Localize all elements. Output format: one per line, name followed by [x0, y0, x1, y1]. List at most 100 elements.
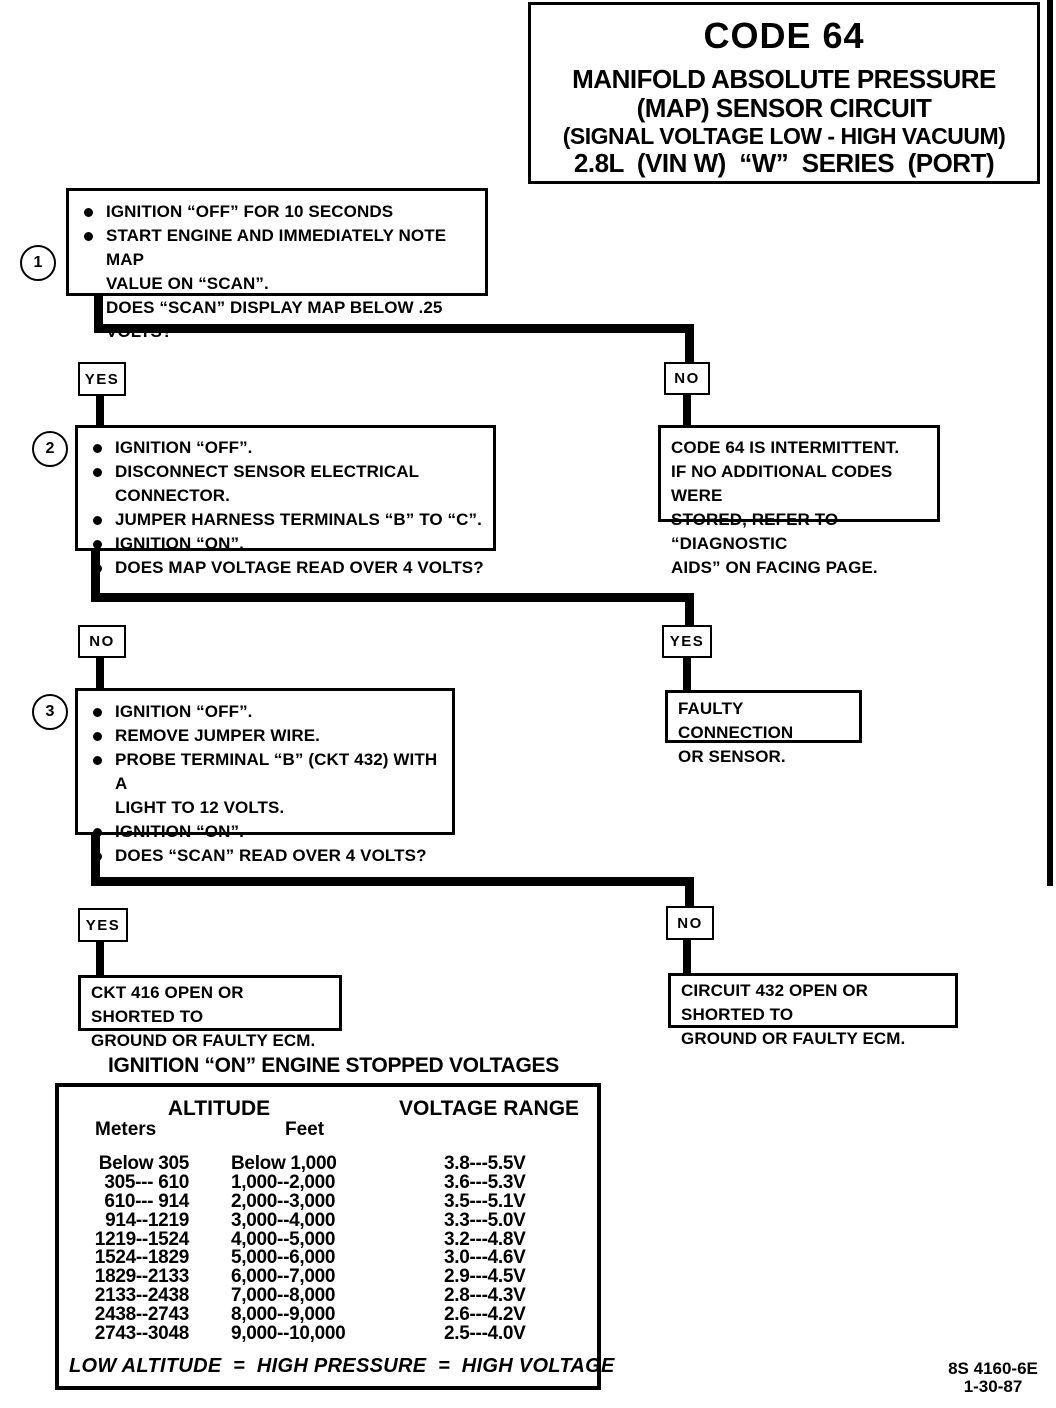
table-row: 914--1219 3,000--4,000 3.3---5.0V: [59, 1209, 597, 1231]
decision-text: NO: [674, 370, 700, 387]
cell-meters: Below 305: [98, 1153, 190, 1175]
bullet-icon: [84, 232, 93, 241]
table-row: 2743--3048 9,000--10,000 2.5---4.0V: [59, 1322, 597, 1344]
cell-voltage: 2.5---4.0V: [444, 1322, 526, 1344]
instruction-text: DOES “SCAN” READ OVER 4 VOLTS?: [115, 846, 427, 865]
decision-text: NO: [677, 914, 703, 932]
table-row: 1219--1524 4,000--5,000 3.2---4.8V: [59, 1228, 597, 1250]
bullet-icon: [93, 756, 102, 765]
cell-voltage: 3.5---5.1V: [444, 1191, 526, 1212]
result-text: CIRCUIT 432 OPEN OR SHORTED TO GROUND OR…: [681, 981, 906, 1048]
instruction-text: IGNITION “OFF” FOR 10 SECONDS: [106, 202, 394, 221]
flow-node-faulty-sensor-result: FAULTY CONNECTION OR SENSOR.: [665, 690, 862, 766]
title-block: CODE 64 MANIFOLD ABSOLUTE PRESSURE (MAP)…: [528, 2, 1040, 184]
table-row: 1829--2133 6,000--7,000 2.9---4.5V: [59, 1266, 597, 1288]
connector-line: [96, 658, 104, 688]
connector-line: [685, 593, 694, 625]
cell-voltage: 3.2---4.8V: [444, 1228, 526, 1250]
connector-line: [91, 593, 694, 602]
cell-voltage: 3.6---5.3V: [444, 1172, 526, 1194]
document-code: 8S 4160-6E 1-30-87: [948, 1359, 1038, 1396]
title-line: 2.8L (VIN W) “W” SERIES (PORT): [573, 148, 995, 178]
decision-label-no: NO: [666, 906, 714, 940]
cell-voltage: 2.6---4.2V: [444, 1303, 526, 1325]
result-text: FAULTY CONNECTION OR SENSOR.: [678, 699, 794, 766]
connector-line: [91, 551, 100, 600]
decision-text: NO: [89, 633, 115, 650]
step-number-label: 1: [33, 254, 43, 271]
instruction-row: IGNITION “OFF”.: [78, 436, 493, 460]
instruction-row: DOES MAP VOLTAGE READ OVER 4 VOLTS?: [78, 556, 493, 580]
cell-feet: Below 1,000: [231, 1153, 337, 1175]
table-subheader-meters: Meters: [95, 1119, 157, 1140]
connector-line: [683, 658, 691, 690]
decision-label-no: NO: [664, 362, 710, 395]
cell-voltage: 3.8---5.5V: [444, 1153, 526, 1175]
connector-line: [91, 877, 694, 886]
cell-feet: 1,000--2,000: [231, 1172, 336, 1194]
table-row: 1524--1829 5,000--6,000 3.0---4.6V: [59, 1247, 597, 1269]
instruction-text: PROBE TERMINAL “B” (CKT 432) WITH A LIGH…: [115, 750, 438, 817]
decision-text: YES: [85, 916, 121, 934]
flow-node-step1: IGNITION “OFF” FOR 10 SECONDS START ENGI…: [66, 188, 488, 341]
table-header-altitude: ALTITUDE: [167, 1097, 271, 1120]
trouble-code-title: CODE 64: [703, 15, 865, 56]
bullet-icon: [93, 828, 102, 837]
connector-line: [91, 835, 100, 884]
result-text: CKT 416 OPEN OR SHORTED TO GROUND OR FAU…: [91, 983, 316, 1050]
bullet-icon: [84, 208, 93, 217]
step-number-label: 3: [45, 703, 55, 720]
cell-meters: 2133--2438: [94, 1284, 190, 1306]
instruction-row: IGNITION “ON”.: [78, 820, 452, 844]
instruction-row: REMOVE JUMPER WIRE.: [78, 724, 452, 748]
cell-meters: 914--1219: [105, 1209, 189, 1231]
bullet-icon: [93, 468, 102, 477]
connector-line: [96, 396, 104, 425]
voltage-table: ALTITUDE VOLTAGE RANGE Meters Feet Below…: [55, 1083, 614, 1390]
flow-node-intermittent-result: CODE 64 IS INTERMITTENT. IF NO ADDITIONA…: [658, 425, 940, 577]
flow-node-circuit432-result: CIRCUIT 432 OPEN OR SHORTED TO GROUND OR…: [668, 973, 958, 1048]
connector-line: [683, 940, 691, 973]
connector-line: [94, 296, 103, 330]
title-line: (SIGNAL VOLTAGE LOW - HIGH VACUUM): [562, 123, 1006, 149]
step-number-label: 2: [45, 440, 55, 457]
table-note: LOW ALTITUDE = HIGH PRESSURE = HIGH VOLT…: [69, 1355, 615, 1377]
instruction-row: JUMPER HARNESS TERMINALS “B” TO “C”.: [78, 508, 493, 532]
flow-node-step3: IGNITION “OFF”. REMOVE JUMPER WIRE. PROB…: [75, 688, 455, 865]
cell-meters: 2438--2743: [94, 1303, 190, 1325]
decision-label-yes: YES: [78, 908, 128, 942]
instruction-text: IGNITION “OFF”.: [115, 438, 253, 457]
table-row: Below 305 Below 1,000 3.8---5.5V: [59, 1153, 597, 1175]
bullet-icon: [93, 540, 102, 549]
table-header-voltage-range: VOLTAGE RANGE: [399, 1097, 580, 1120]
bullet-icon: [93, 732, 102, 741]
cell-feet: 5,000--6,000: [231, 1247, 336, 1269]
step-number-2: 2: [32, 431, 68, 467]
instruction-row: DISCONNECT SENSOR ELECTRICAL CONNECTOR.: [78, 460, 493, 508]
instruction-row: IGNITION “ON”.: [78, 532, 493, 556]
cell-voltage: 3.0---4.6V: [444, 1247, 526, 1269]
table-row: 305--- 610 1,000--2,000 3.6---5.3V: [59, 1172, 597, 1194]
table-row: 2438--2743 8,000--9,000 2.6---4.2V: [59, 1303, 597, 1325]
instruction-text: IGNITION “ON”.: [115, 822, 244, 841]
instruction-text: IGNITION “ON”.: [115, 534, 244, 553]
cell-feet: 9,000--10,000: [231, 1322, 346, 1344]
voltage-table-title: IGNITION “ON” ENGINE STOPPED VOLTAGES: [108, 1054, 559, 1077]
cell-voltage: 2.8---4.3V: [444, 1284, 526, 1306]
decision-label-yes: YES: [662, 625, 712, 658]
bullet-icon: [93, 708, 102, 717]
cell-feet: 3,000--4,000: [231, 1209, 336, 1231]
table-subheader-feet: Feet: [285, 1119, 325, 1140]
decision-label-no: NO: [78, 625, 126, 658]
instruction-text: DISCONNECT SENSOR ELECTRICAL CONNECTOR.: [115, 462, 419, 505]
table-row: 610--- 914 2,000--3,000 3.5---5.1V: [59, 1191, 597, 1212]
cell-meters: 305--- 610: [104, 1172, 189, 1194]
decision-text: YES: [669, 633, 705, 650]
table-body: Below 305 Below 1,000 3.8---5.5V 305--- …: [59, 1153, 597, 1344]
decision-text: YES: [84, 370, 120, 388]
cell-meters: 1219--1524: [94, 1228, 190, 1250]
cell-feet: 2,000--3,000: [231, 1191, 336, 1212]
cell-feet: 6,000--7,000: [231, 1266, 336, 1288]
table-row: 2133--2438 7,000--8,000 2.8---4.3V: [59, 1284, 597, 1306]
